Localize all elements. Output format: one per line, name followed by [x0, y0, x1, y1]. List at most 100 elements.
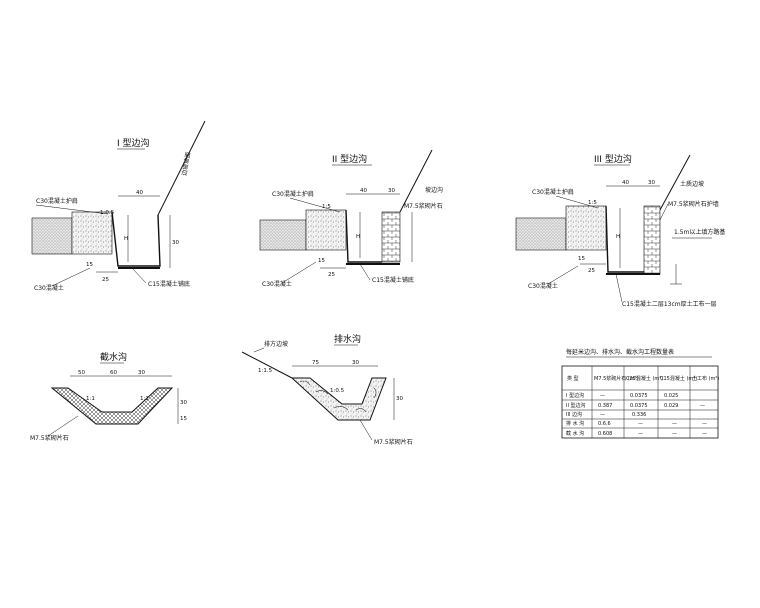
ditch2-road-body	[259, 219, 307, 251]
ditch1-title: I 型边沟	[117, 137, 150, 149]
ditch2-masonry-wall	[381, 211, 401, 263]
intercept-dim-grade-r: 1:1	[140, 396, 149, 402]
ditch1-dim-top: 40	[136, 190, 143, 196]
ditch3-masonry-wall	[643, 205, 661, 275]
ditch3-road-body	[515, 217, 567, 251]
table-row-3-c25: 0.336	[632, 412, 646, 418]
ditch1-dim-grade: 1:0.5	[100, 210, 115, 216]
table-header-masonry: M7.5浆砌片石 (m³)	[594, 375, 639, 382]
table-header-c25: C25混凝土 (m³)	[626, 375, 663, 382]
drain-dim-grade: 1:1.5	[258, 368, 273, 374]
table-row-5-c15: —	[672, 431, 677, 437]
ditch3-title: III 型边沟	[594, 153, 632, 165]
table-row-2-type: II 型边沟	[566, 402, 586, 409]
ditch1-label-bottom: C30混凝土	[34, 284, 64, 292]
table-row-5-c25: —	[638, 431, 643, 437]
intercept-label-bottom: M7.5浆砌片石	[30, 434, 69, 442]
ditch3-dim-right: 30	[648, 180, 655, 186]
ditch1-slope-line	[157, 120, 206, 216]
ditch3-dim-top: 40	[622, 180, 629, 186]
ditch2-dim-side: 15	[318, 258, 325, 264]
table-row-4-c25: —	[638, 421, 643, 427]
ditch2-dim-h: H	[356, 234, 360, 240]
intercept-dim-h: 30	[180, 400, 187, 406]
drain-dim-a: 75	[312, 360, 319, 366]
ditch1-dim-h: H	[124, 236, 128, 242]
drain-lining	[290, 377, 387, 421]
ditch2-label-base: C15混凝土铺底	[372, 276, 414, 284]
ditch2-dim-grade: 1:5	[322, 204, 331, 210]
ditch3-dim-h: H	[616, 234, 620, 240]
ditch1-road-body	[31, 217, 73, 255]
intercept-dim-left: 50	[78, 370, 85, 376]
table-header-geotextile: 土工布 (m²)	[692, 375, 719, 382]
table-row-5-geotextile: —	[702, 431, 707, 437]
drain-slope-line	[241, 351, 293, 379]
ditch2-label-bottom: C30混凝土	[262, 280, 292, 288]
ditch1-group: I 型边沟 边坡坡面 40 1:0.5 H 30 15 25 C30混凝土护肩 …	[31, 120, 206, 292]
ditch2-slope-label: 坡边沟	[425, 186, 443, 194]
table-header-type: 类 型	[567, 375, 579, 382]
drain-dim-h: 30	[396, 396, 403, 402]
quantity-table: 每延米边沟、排水沟、截水沟工程数量表 类 型 M7.5浆砌片石 (m³) C25…	[561, 348, 719, 439]
intercept-dim-mid: 60	[110, 370, 117, 376]
ditch2-label-top: C30混凝土护肩	[272, 190, 314, 198]
drain-title: 排水沟	[334, 333, 361, 345]
ditch1-slope-label: 边坡坡面	[180, 151, 192, 176]
drain-group: 排水沟 排方边坡 1:1.5 75 30 1:0.5 30 M7.5浆砌片石	[241, 333, 413, 446]
ditch2-slope-line	[399, 149, 433, 213]
ditch2-fill	[305, 209, 347, 251]
drain-dim-b: 30	[352, 360, 359, 366]
ditch3-label-level: 1.5m以上填方路基	[674, 228, 725, 236]
table-row-5-type: 截 水 沟	[566, 430, 584, 437]
ditch3-dim-bottom: 25	[588, 268, 595, 274]
ditch1-label-top: C30混凝土护肩	[36, 197, 78, 205]
table-row-4-geotextile: —	[702, 421, 707, 427]
ditch3-label-bottom: C30混凝土	[528, 282, 558, 290]
ditch3-fill	[565, 205, 607, 251]
ditch2-ditch-outline	[345, 209, 382, 263]
intercept-dim-right: 30	[138, 370, 145, 376]
ditch1-dim-right: 30	[172, 240, 179, 246]
ditch1-fill	[71, 211, 113, 255]
drain-label-bottom: M7.5浆砌片石	[374, 438, 413, 446]
ditch1-label-base: C15混凝土铺底	[148, 280, 190, 288]
table-row-2-c25: 0.0375	[630, 403, 648, 409]
ditch2-dim-right: 30	[388, 188, 395, 194]
intercept-group: 截水沟 50 60 30 1:1 1:1 30 15 M7.5浆砌片石	[30, 351, 187, 442]
ditch2-dim-top: 40	[360, 188, 367, 194]
table-row-5-masonry: 0.608	[598, 431, 612, 437]
table-row-3-type: III 边沟	[566, 411, 582, 418]
table-row-1-masonry: —	[600, 393, 605, 399]
ditch2-title: II 型边沟	[332, 153, 367, 165]
table-title: 每延米边沟、排水沟、截水沟工程数量表	[566, 348, 674, 356]
ditch3-label-top: C30混凝土护肩	[532, 188, 574, 196]
ditch2-dim-bottom: 25	[328, 272, 335, 278]
ditch3-dim-side: 15	[578, 256, 585, 262]
table-row-2-geotextile: —	[700, 403, 705, 409]
table-row-3-masonry: —	[600, 412, 605, 418]
table-row-1-type: I 型边沟	[566, 392, 584, 399]
ditch3-slope-label: 土质边坡	[680, 180, 704, 188]
ditch3-label-wall: M7.5浆砌片石护墙	[668, 200, 719, 208]
intercept-title: 截水沟	[100, 351, 127, 363]
ditch1-dim-side: 15	[86, 262, 93, 268]
ditch3-slope-line	[659, 154, 691, 211]
ditch3-ditch-outline	[605, 205, 644, 273]
drain-label-slope: 排方边坡	[264, 340, 288, 348]
table-row-4-masonry: 0.6.6	[598, 421, 611, 427]
ditch3-label-base: C15混凝土二层13cm厚土工布一层	[622, 300, 717, 308]
ditch1-dim-bottom: 25	[102, 277, 109, 283]
ditch2-group: II 型边沟 坡边沟 40 30 1:5 H 15 25 C30混凝土护肩 M7…	[259, 149, 443, 288]
ditch1-ditch-outline	[111, 211, 161, 267]
drain-dim-grade2: 1:0.5	[330, 388, 345, 394]
table-row-1-c15: 0.025	[664, 393, 678, 399]
table-row-1-c25: 0.0375	[630, 393, 648, 399]
intercept-lining	[50, 387, 174, 425]
table-header-c15: C15混凝土 (m³)	[660, 375, 697, 382]
table-row-2-masonry: 0.387	[598, 403, 612, 409]
table-row-4-c15: —	[672, 421, 677, 427]
ditch3-group: III 型边沟 土质边坡 40 30 1:5 H 15 25 C30混凝土护肩 …	[515, 153, 725, 308]
table-row-2-c15: 0.029	[664, 403, 678, 409]
